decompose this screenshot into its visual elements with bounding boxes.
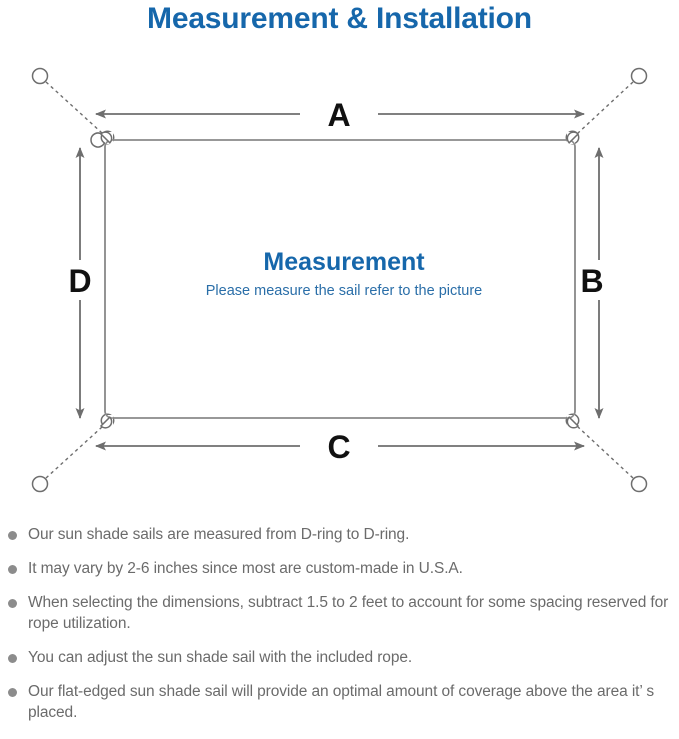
- list-item-text: Our sun shade sails are measured from D-…: [28, 526, 410, 543]
- list-item: Our flat-edged sun shade sail will provi…: [8, 681, 679, 723]
- bullet-icon: [8, 531, 17, 540]
- shade-sail-measurement-diagram: A C D B Measurement Please measure the s…: [0, 44, 679, 514]
- diagram-center-subtext: Please measure the sail refer to the pic…: [206, 283, 482, 299]
- diagram-center-heading: Measurement: [263, 248, 425, 276]
- anchor-circle-bottom-left: [31, 475, 49, 493]
- list-item-text: You can adjust the sun shade sail with t…: [28, 649, 413, 666]
- list-item: When selecting the dimensions, subtract …: [8, 592, 679, 634]
- rope-line-bottom-left: [45, 426, 103, 479]
- dimension-label-c: C: [327, 429, 350, 465]
- list-item-text: It may vary by 2-6 inches since most are…: [28, 560, 463, 577]
- rope-line-top-left: [45, 81, 103, 134]
- bullet-icon: [8, 565, 17, 574]
- page-title: Measurement & Installation: [147, 2, 532, 35]
- list-item-text: When selecting the dimensions, subtract …: [28, 594, 669, 632]
- dimension-label-a: A: [327, 97, 350, 133]
- list-item: Our sun shade sails are measured from D-…: [8, 524, 679, 545]
- anchor-circle-top-left: [31, 67, 49, 85]
- list-item: It may vary by 2-6 inches since most are…: [8, 558, 679, 579]
- sail-rectangle: [104, 139, 576, 419]
- anchor-circle-top-right: [630, 67, 648, 85]
- notes-list: Our sun shade sails are measured from D-…: [8, 524, 679, 736]
- list-item-text: Our flat-edged sun shade sail will provi…: [28, 683, 654, 721]
- rope-line-top-right: [577, 81, 634, 134]
- dimension-label-d: D: [68, 263, 91, 299]
- bullet-icon: [8, 688, 17, 697]
- bullet-icon: [8, 654, 17, 663]
- list-item: You can adjust the sun shade sail with t…: [8, 647, 679, 668]
- dimension-label-b: B: [580, 263, 603, 299]
- bullet-icon: [8, 599, 17, 608]
- rope-line-bottom-right: [577, 426, 634, 479]
- anchor-circle-bottom-right: [630, 475, 648, 493]
